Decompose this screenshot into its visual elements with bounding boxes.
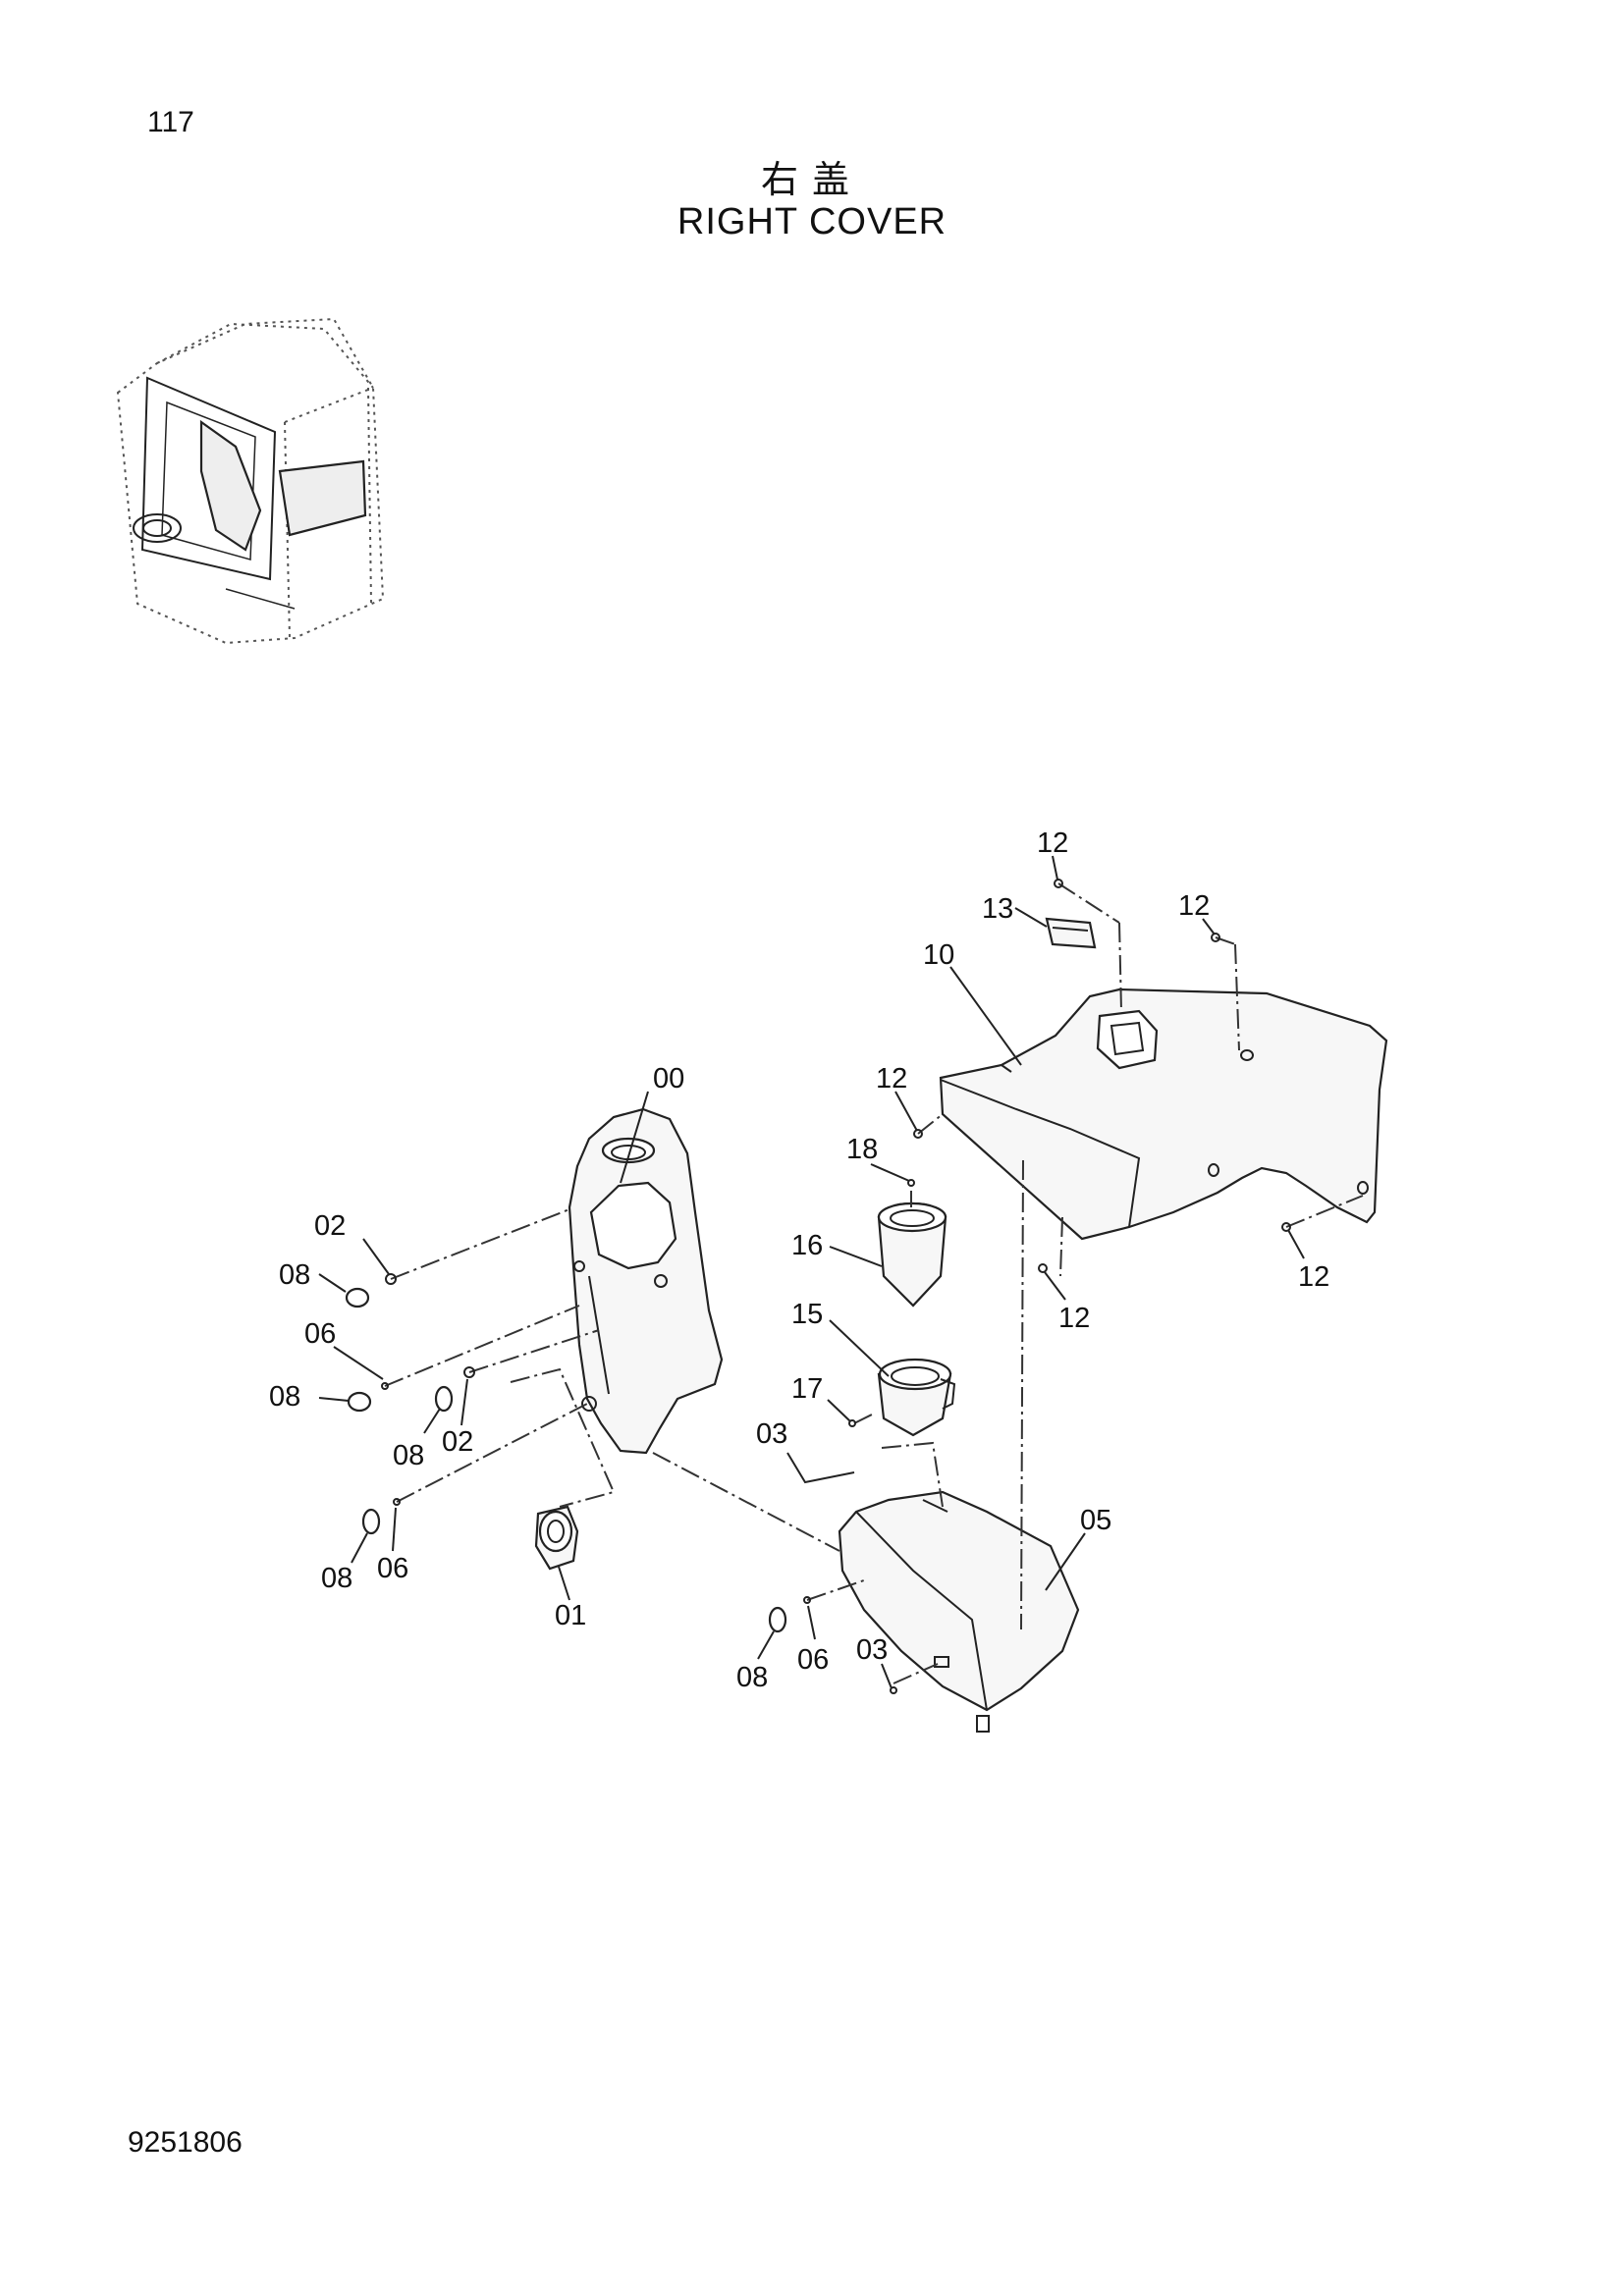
- part-15-cup-holder: [877, 1358, 956, 1437]
- title-english: RIGHT COVER: [677, 201, 947, 242]
- part-10-upper-panel: [939, 988, 1388, 1241]
- callout-02-upper: 02: [314, 1210, 346, 1242]
- callout-12-middle: 12: [1058, 1303, 1090, 1334]
- callout-13: 13: [982, 893, 1013, 925]
- document-code: 9251806: [128, 2126, 243, 2159]
- callout-06-lower-right: 06: [797, 1644, 829, 1676]
- callout-01: 01: [555, 1600, 586, 1631]
- callout-00: 00: [653, 1063, 684, 1095]
- callout-leaders: [318, 855, 1305, 1689]
- part-00-column-cover: [568, 1107, 724, 1455]
- part-16-cup-holder: [877, 1201, 947, 1308]
- callout-12-top: 12: [1037, 828, 1068, 859]
- callout-17: 17: [791, 1373, 823, 1405]
- callout-08-d: 08: [321, 1563, 352, 1594]
- callout-08-a: 08: [279, 1259, 310, 1291]
- callout-15: 15: [791, 1299, 823, 1330]
- cab-locator-thumbnail: [116, 317, 385, 645]
- leader-center-lines: [384, 882, 1364, 1684]
- callout-05: 05: [1080, 1505, 1111, 1536]
- callout-labels: 00 01 02 02 03 03 05 06 06 06 08 08 08 0…: [269, 828, 1329, 1693]
- part-05-lower-cover: [838, 1490, 1080, 1733]
- callout-03-upper: 03: [756, 1418, 787, 1450]
- callout-08-c: 08: [393, 1440, 424, 1471]
- callout-12-left: 12: [876, 1063, 907, 1095]
- fasteners: [345, 879, 1291, 1694]
- callout-12-right-bottom: 12: [1298, 1261, 1329, 1293]
- callout-10: 10: [923, 939, 954, 971]
- part-01-grommet: [534, 1505, 579, 1571]
- callout-06-lower-left: 06: [377, 1553, 408, 1584]
- callout-06-upper: 06: [304, 1318, 336, 1350]
- title-chinese: 右盖: [760, 158, 863, 201]
- callout-08-b: 08: [269, 1381, 300, 1413]
- callout-03-lower: 03: [856, 1634, 888, 1666]
- callout-18: 18: [846, 1134, 878, 1165]
- callout-16: 16: [791, 1230, 823, 1261]
- page-number: 117: [147, 106, 194, 138]
- callout-12-right-top: 12: [1178, 890, 1210, 922]
- callout-08-e: 08: [736, 1662, 768, 1693]
- part-13-bracket: [1045, 917, 1097, 949]
- callout-02-lower: 02: [442, 1426, 473, 1458]
